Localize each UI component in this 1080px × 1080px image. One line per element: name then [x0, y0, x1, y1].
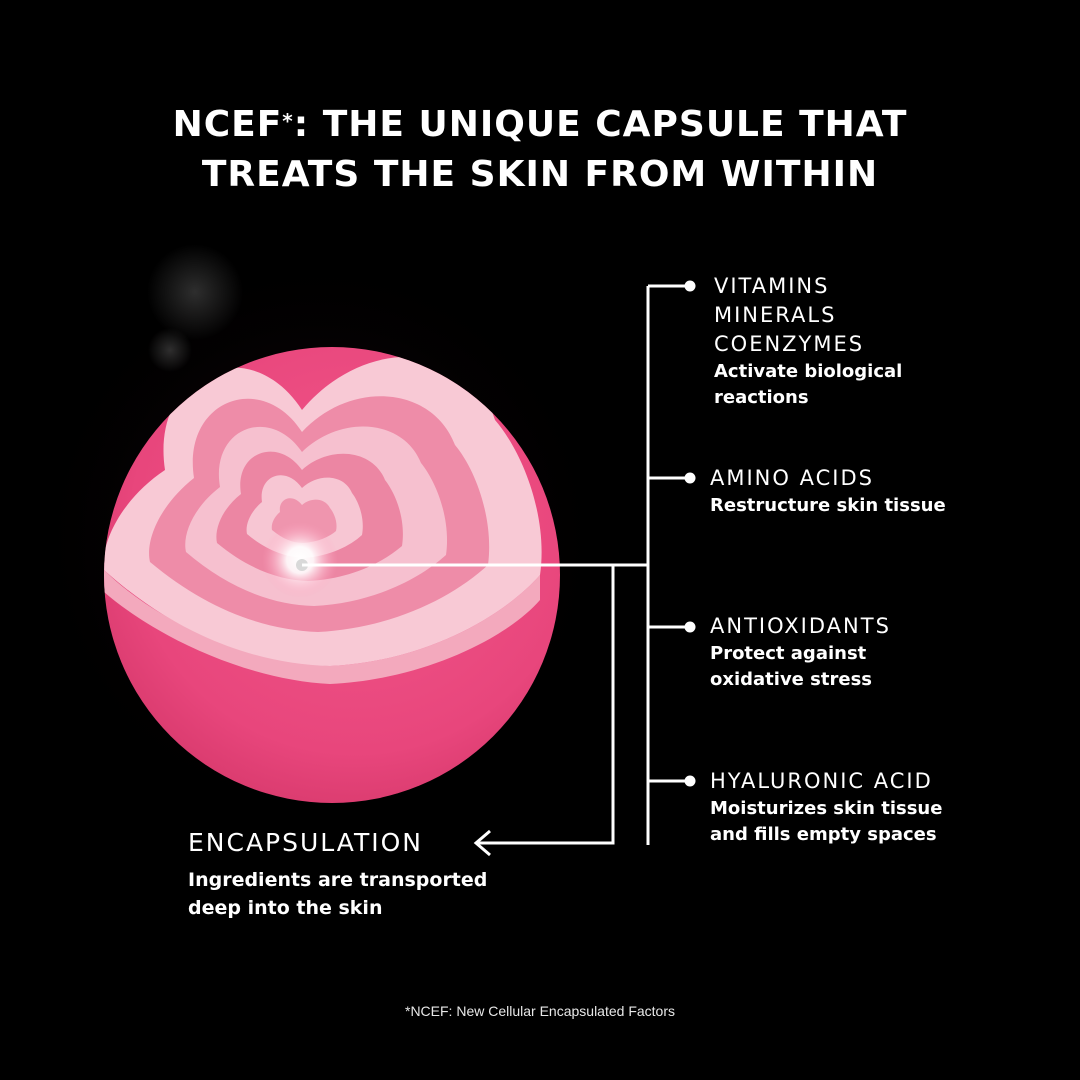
page-title: NCEF*: THE UNIQUE CAPSULE THAT TREATS TH…	[0, 100, 1080, 200]
ingredient-description: Protect against	[710, 643, 867, 664]
branch-dot	[684, 280, 696, 292]
connector-lines	[302, 284, 690, 857]
ingredient-name: HYALURONIC ACID	[710, 769, 933, 793]
ingredient-vitamins: VITAMINS MINERALS COENZYMES Activate bio…	[714, 272, 902, 411]
title-line-1: NCEF*: THE UNIQUE CAPSULE THAT	[0, 100, 1080, 150]
ingredient-description: reactions	[714, 387, 809, 408]
encapsulation-line	[478, 565, 615, 845]
ingredient-description: Moisturizes skin tissue	[710, 798, 943, 819]
encapsulation-title: ENCAPSULATION	[188, 828, 423, 857]
branch-dot	[684, 472, 696, 484]
title-line-2: TREATS THE SKIN FROM WITHIN	[201, 154, 879, 195]
encapsulation-arrow-icon	[473, 829, 491, 857]
ingredient-amino-acids: AMINO ACIDS Restructure skin tissue	[710, 464, 946, 519]
branch-dots	[684, 280, 696, 787]
encapsulation-description: Ingredients are transported deep into th…	[188, 866, 487, 922]
ingredient-description: Activate biological	[714, 361, 903, 382]
title-suffix: : THE UNIQUE CAPSULE THAT	[293, 104, 908, 145]
branch-dot	[684, 775, 696, 787]
encapsulation-description-line: deep into the skin	[188, 897, 383, 919]
heart-layers	[104, 356, 542, 684]
ingredient-name: COENZYMES	[714, 332, 865, 356]
ingredient-name: VITAMINS	[714, 274, 830, 298]
ingredient-description: oxidative stress	[710, 669, 872, 690]
encapsulation-description-line: Ingredients are transported	[188, 869, 488, 891]
encapsulation-label: ENCAPSULATION Ingredients are transporte…	[188, 826, 487, 922]
ingredient-description: and fills empty spaces	[710, 824, 937, 845]
ingredient-name: AMINO ACIDS	[710, 466, 874, 490]
title-asterisk: *	[282, 109, 294, 133]
ingredient-description: Restructure skin tissue	[710, 495, 946, 516]
ingredient-name: MINERALS	[714, 303, 837, 327]
heart-layer-rim	[104, 570, 540, 684]
ingredient-antioxidants: ANTIOXIDANTS Protect against oxidative s…	[710, 612, 891, 693]
ingredient-name: ANTIOXIDANTS	[710, 614, 891, 638]
lens-flare	[148, 328, 192, 372]
branch-dot	[684, 621, 696, 633]
lens-flare	[147, 244, 243, 340]
footnote: *NCEF: New Cellular Encapsulated Factors	[405, 1003, 675, 1019]
ingredient-hyaluronic-acid: HYALURONIC ACID Moisturizes skin tissue …	[710, 767, 942, 848]
title-prefix: NCEF	[172, 104, 283, 145]
